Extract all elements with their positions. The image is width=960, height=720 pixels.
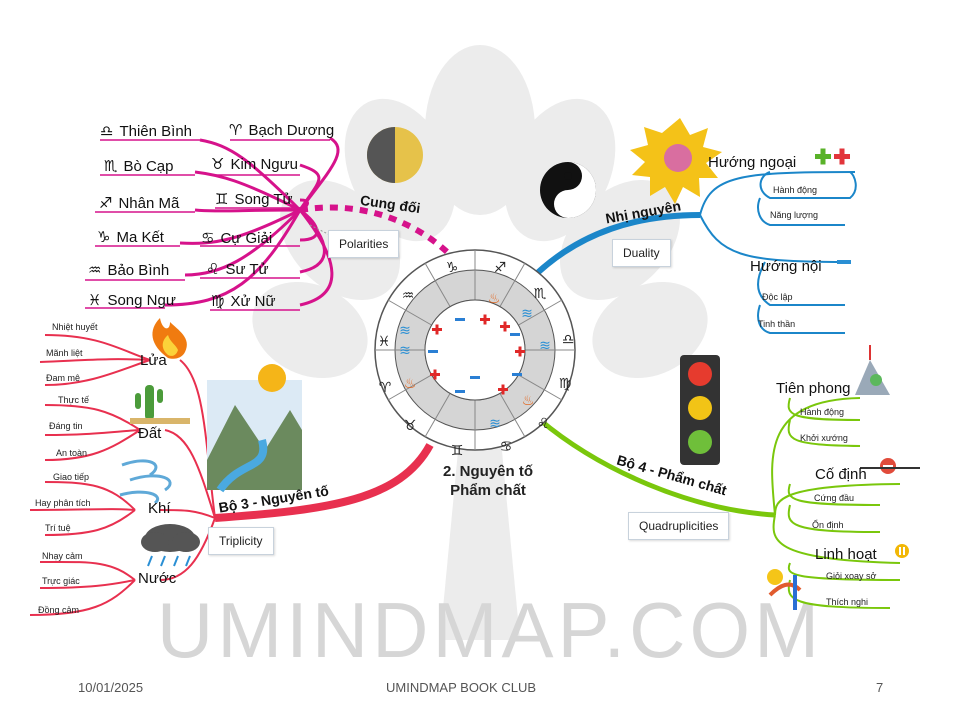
sign-aries: ♈Bạch Dương: [229, 121, 335, 139]
svg-text:≋: ≋: [399, 343, 411, 359]
wind-icon: [119, 459, 172, 505]
sign-gemini: ♊Song Tử: [215, 190, 293, 208]
arrows-icon: [767, 569, 802, 610]
svg-text:≋: ≋: [521, 306, 533, 322]
duality-box: Duality: [612, 239, 671, 267]
sun-burst-icon: [630, 118, 722, 204]
svg-text:≋: ≋: [489, 416, 501, 432]
cactus-icon: [130, 385, 190, 424]
svg-text:♎: ♎: [562, 332, 575, 348]
element-fire: Lửa: [140, 352, 167, 369]
water-item: Nhạy cảm: [42, 551, 83, 561]
element-air: Khí: [148, 500, 171, 517]
plus-icons: [815, 148, 850, 165]
mode-cardinal: Tiên phong: [776, 380, 851, 397]
sign-cancer: ♋Cự Giải: [201, 229, 273, 247]
stop-sign-icon: [860, 458, 920, 474]
mode-fixed: Cố định: [815, 466, 867, 483]
sign-virgo: ♍Xử Nữ: [211, 292, 276, 310]
cardinal-item: Khởi xướng: [800, 433, 848, 443]
air-item: Hay phân tích: [35, 498, 91, 508]
quadruplicity-box: Quadruplicities: [628, 512, 730, 540]
footer-club: UMINDMAP BOOK CLUB: [386, 680, 537, 695]
water-item: Trực giác: [42, 576, 80, 586]
landscape-icon: [207, 364, 302, 493]
svg-text:♉: ♉: [404, 418, 417, 434]
svg-text:♈: ♈: [379, 380, 392, 396]
climber-icon: [855, 345, 890, 395]
polarities-box: Polarities: [328, 230, 400, 258]
minus-icon: [837, 260, 851, 264]
svg-text:♨: ♨: [488, 291, 501, 307]
svg-text:≋: ≋: [539, 338, 551, 354]
duality-inner-item: Tinh thần: [758, 319, 796, 329]
polarities-branches: [164, 136, 340, 307]
svg-text:♨: ♨: [522, 393, 535, 409]
mutable-item: Giỏi xoay sở: [826, 571, 877, 581]
fixed-item: Cứng đầu: [814, 493, 855, 503]
element-earth: Đất: [138, 425, 162, 442]
cardinal-item: Hành động: [800, 407, 845, 417]
duality-outer-label: Hướng ngoại: [708, 154, 797, 171]
fire-item: Nhiệt huyết: [52, 322, 98, 332]
center-title-line1: 2. Nguyên tố: [442, 463, 533, 480]
svg-text:♒: ♒: [402, 288, 415, 304]
svg-text:♍: ♍: [559, 376, 572, 392]
sign-pisces: ♓Song Ngư: [88, 291, 176, 309]
duality-inner-label: Hướng nội: [750, 258, 822, 275]
fixed-item: Ổn định: [812, 520, 844, 530]
mode-mutable: Linh hoạt: [815, 546, 877, 563]
sign-libra: ♎Thiên Bình: [100, 122, 192, 140]
earth-item: Đáng tin: [49, 421, 83, 431]
fire-item: Mãnh liệt: [46, 348, 83, 358]
mutable-item: Thích nghi: [826, 597, 869, 607]
zodiac-wheel: ♐ ♏ ♎ ♍ ♌ ♋ ♊ ♉ ♈ ♓ ♒ ♑ ♨ ≋ ≋ ≋ ♨ ♨ ≋ ≋: [374, 249, 576, 459]
svg-text:♋: ♋: [500, 439, 513, 455]
earth-item: Thực tế: [58, 395, 90, 405]
pause-icon: [895, 544, 909, 558]
element-water: Nước: [138, 570, 177, 587]
traffic-light-icon: [680, 355, 720, 465]
sign-capricorn: ♑Ma Kết: [97, 228, 164, 246]
center-title: 2. Nguyên tố Phẩm chất: [418, 463, 558, 501]
duality-outer-item: Hành động: [773, 185, 818, 195]
air-item: Giao tiếp: [53, 472, 90, 482]
svg-text:♨: ♨: [404, 376, 417, 392]
center-title-line2: Phẩm chất: [450, 481, 526, 499]
watermark-text: UMINDMAP.COM: [156, 586, 824, 674]
sign-scorpio: ♏Bò Cạp: [104, 157, 174, 175]
moon-icon: [367, 127, 423, 183]
footer-page-number: 7: [876, 680, 884, 695]
air-item: Trí tuệ: [45, 523, 71, 533]
svg-text:≋: ≋: [399, 323, 411, 339]
footer-date: 10/01/2025: [78, 680, 144, 695]
fire-icon: [152, 318, 187, 359]
earth-item: An toàn: [56, 448, 88, 458]
yin-yang-icon: [540, 162, 596, 218]
water-item: Đồng cảm: [38, 605, 80, 615]
duality-inner-item: Độc lập: [762, 292, 793, 302]
sign-sagittarius: ♐Nhân Mã: [99, 194, 180, 212]
rain-cloud-icon: [141, 524, 200, 567]
triplicity-box: Triplicity: [208, 527, 274, 555]
sign-leo: ♌Sư Tử: [206, 260, 269, 278]
sign-aquarius: ♒Bảo Bình: [88, 261, 170, 279]
svg-text:♐: ♐: [494, 260, 507, 276]
svg-text:♊: ♊: [451, 443, 464, 459]
svg-text:♏: ♏: [534, 286, 547, 302]
duality-outer-item: Năng lượng: [770, 210, 818, 220]
svg-text:♌: ♌: [537, 416, 550, 432]
svg-text:♑: ♑: [446, 260, 459, 276]
svg-text:♓: ♓: [378, 334, 391, 350]
sign-taurus: ♉Kim Ngưu: [211, 155, 299, 173]
fire-item: Đam mê: [46, 373, 81, 383]
